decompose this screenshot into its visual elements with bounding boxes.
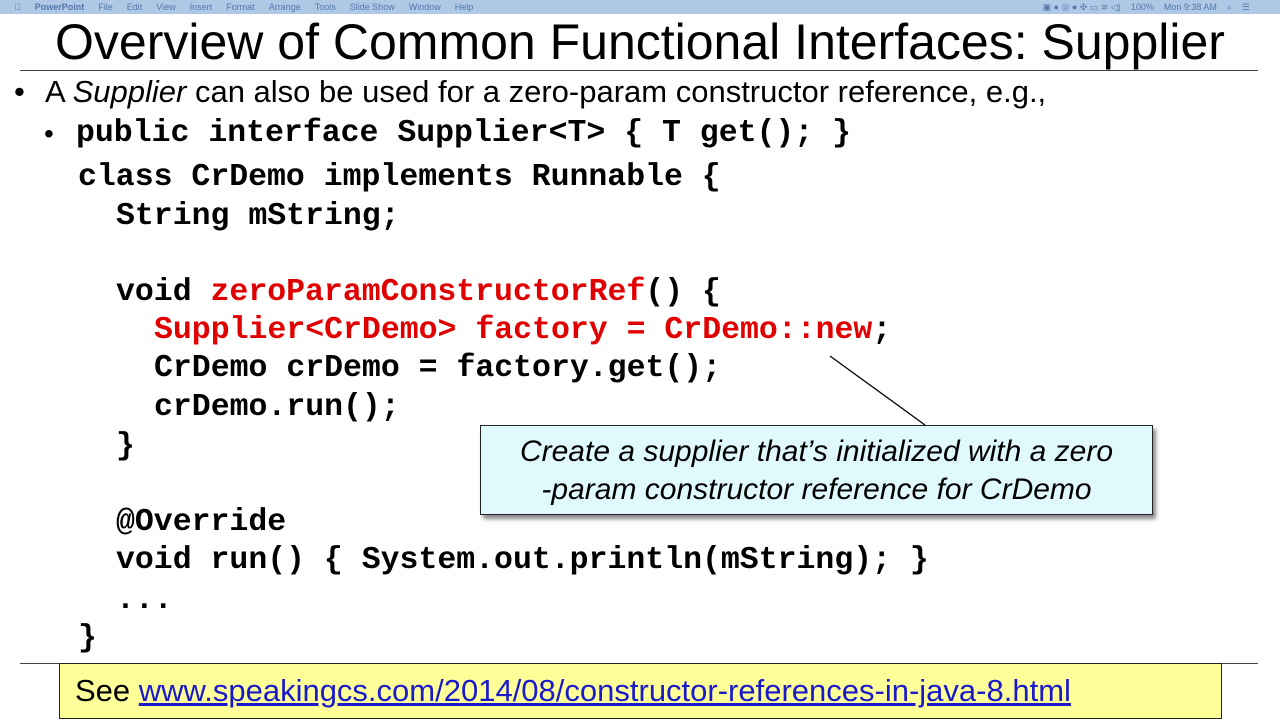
menu-help[interactable]: Help <box>448 2 474 12</box>
bullet-text-prefix: A <box>45 74 73 109</box>
code-line: ... <box>116 583 173 619</box>
code-text: String mString; <box>116 199 400 234</box>
menu-file[interactable]: File <box>91 2 113 12</box>
code-line: void run() { System.out.println(mString)… <box>116 543 929 579</box>
clock[interactable]: Mon 9:38 AM <box>1163 2 1217 12</box>
code-line: public interface Supplier<T> { T get(); … <box>76 116 851 152</box>
code-highlight: zeroParamConstructorRef <box>210 275 646 310</box>
callout-box: Create a supplier that’s initialized wit… <box>480 425 1153 515</box>
code-text: () { <box>645 275 721 310</box>
bullet-icon: • <box>14 74 25 109</box>
code-text: ; <box>872 313 892 348</box>
menu-tools[interactable]: Tools <box>307 2 336 12</box>
reference-link[interactable]: www.speakingcs.com/2014/08/constructor-r… <box>138 673 1071 708</box>
code-line: } <box>78 621 97 657</box>
code-highlight: Supplier<CrDemo> factory = CrDemo::new <box>154 313 873 348</box>
code-text: class CrDemo implements Runnable { <box>78 160 721 195</box>
notification-center-icon[interactable]: ☰ <box>1241 2 1250 12</box>
code-text: } <box>116 429 135 464</box>
code-line: CrDemo crDemo = factory.get(); <box>154 351 721 387</box>
code-text: public interface Supplier<T> { T get(); … <box>76 116 852 151</box>
spotlight-search-icon[interactable]: ⌕ <box>1226 2 1232 12</box>
menu-insert[interactable]: Insert <box>182 2 213 12</box>
menu-window[interactable]: Window <box>402 2 441 12</box>
code-line: Supplier<CrDemo> factory = CrDemo::new; <box>154 313 891 349</box>
code-text: crDemo.run(); <box>154 390 400 425</box>
callout-line-2: -param constructor reference for CrDemo <box>541 473 1092 506</box>
menu-format[interactable]: Format <box>219 2 255 12</box>
battery-percent[interactable]: 100% <box>1130 2 1154 12</box>
code-line: crDemo.run(); <box>154 390 400 426</box>
bullet-point: • A Supplier can also be used for a zero-… <box>14 74 1046 110</box>
reference-box: See www.speakingcs.com/2014/08/construct… <box>59 663 1222 719</box>
code-text: @Override <box>116 505 287 540</box>
code-line: void zeroParamConstructorRef() { <box>116 275 721 311</box>
callout-line-1: Create a supplier that’s initialized wit… <box>519 435 1114 468</box>
status-icons[interactable]: ▣ ● ◎ ● ✣ ▭ ≋ ◁) <box>1042 2 1121 12</box>
code-text: void run() { System.out.println(mString)… <box>116 543 929 578</box>
menu-edit[interactable]: Edit <box>120 2 143 12</box>
sub-bullet-icon: • <box>44 118 54 149</box>
bullet-text-rest: can also be used for a zero-param constr… <box>186 74 1047 109</box>
see-label: See <box>75 673 139 708</box>
menu-arrange[interactable]: Arrange <box>261 2 301 12</box>
code-line: } <box>116 429 135 465</box>
menu-view[interactable]: View <box>149 2 175 12</box>
title-divider <box>20 70 1258 71</box>
slide-title: Overview of Common Functional Interfaces… <box>55 14 1225 70</box>
code-line: class CrDemo implements Runnable { <box>78 160 721 196</box>
apple-icon[interactable]:  <box>14 0 21 14</box>
code-text: ... <box>116 583 173 618</box>
code-text: CrDemo crDemo = factory.get(); <box>154 351 722 386</box>
code-text: } <box>78 621 97 656</box>
code-text: void <box>116 275 211 310</box>
menu-slide-show[interactable]: Slide Show <box>342 2 395 12</box>
mac-menu-bar:  PowerPoint File Edit View Insert Forma… <box>0 0 1280 14</box>
code-line: @Override <box>116 505 286 541</box>
bullet-emphasis: Supplier <box>72 74 187 109</box>
code-line: String mString; <box>116 199 400 235</box>
menu-app-name[interactable]: PowerPoint <box>28 2 85 12</box>
